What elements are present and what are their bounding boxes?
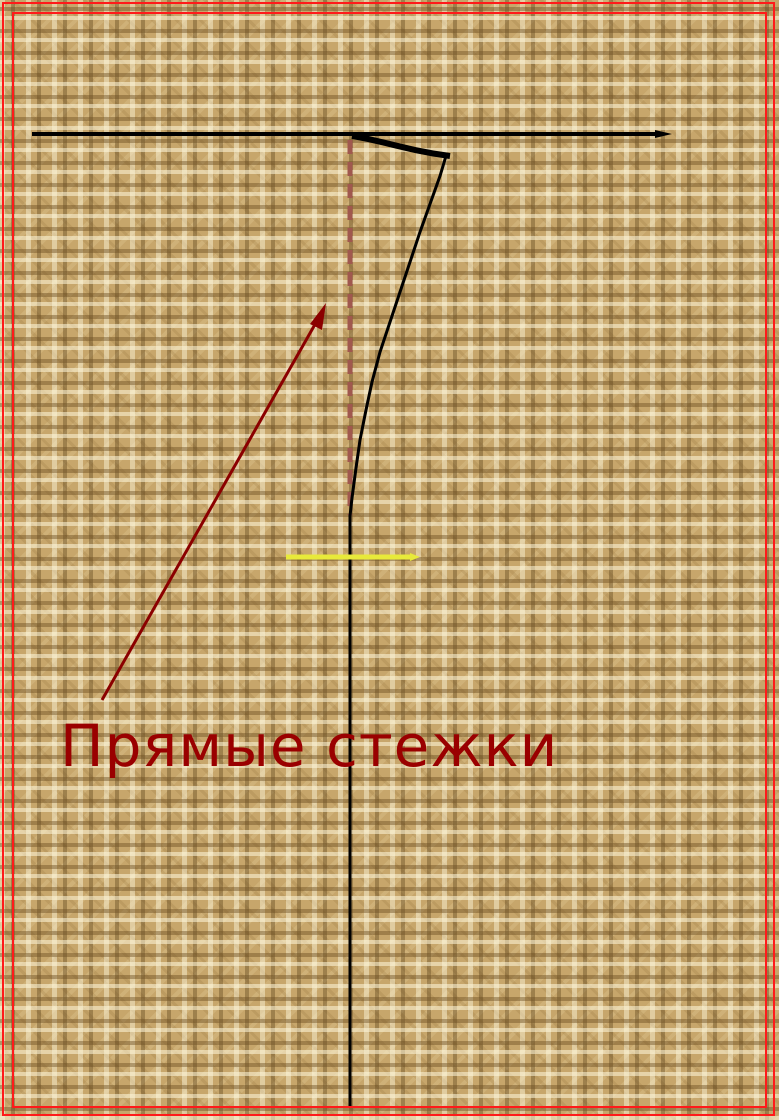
dart-side-line xyxy=(348,155,448,517)
horizontal-guide-arrow-tip xyxy=(655,130,672,138)
dart-top-curve xyxy=(351,133,451,159)
yellow-marker-tip xyxy=(410,553,420,561)
pointer-arrow-head xyxy=(310,303,326,330)
pointer-arrow xyxy=(100,311,324,701)
stitch-label: Прямые стежки xyxy=(60,712,559,780)
